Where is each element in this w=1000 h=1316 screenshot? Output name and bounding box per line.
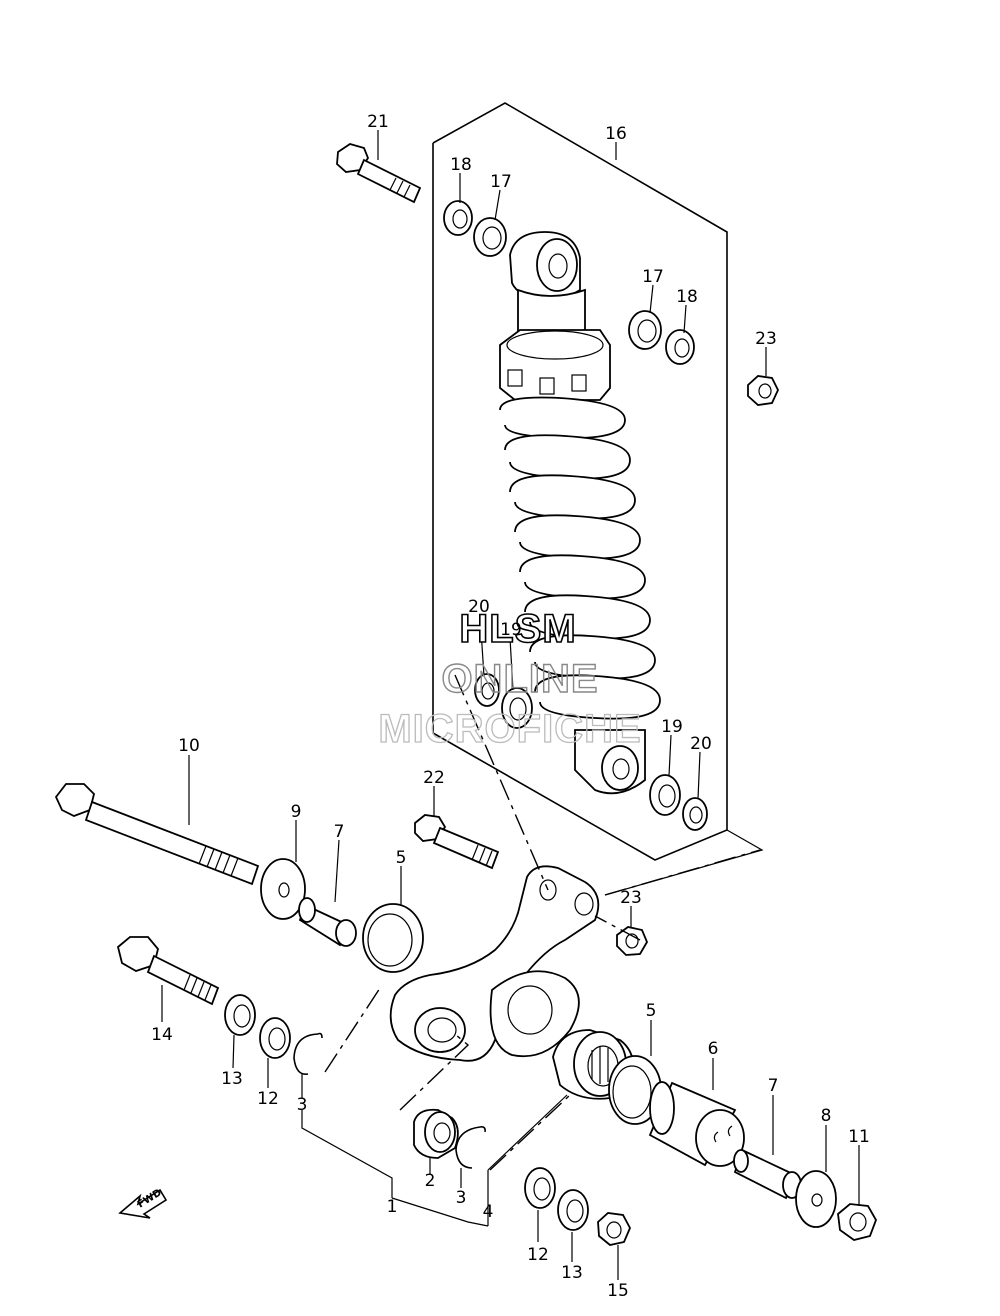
seal-17-upper-left[interactable] <box>473 217 507 257</box>
fwd-arrow-icon: FWD <box>118 1187 168 1219</box>
callout-12[interactable]: 12 <box>527 1245 549 1265</box>
seal-17-right[interactable] <box>628 310 662 350</box>
washer-13-lower[interactable] <box>557 1189 589 1231</box>
nut-11[interactable] <box>837 1203 877 1241</box>
seal-19-inner[interactable] <box>501 687 533 729</box>
washer-12-left[interactable] <box>259 1017 291 1059</box>
callout-19[interactable]: 19 <box>661 717 683 737</box>
callout-16[interactable]: 16 <box>605 124 627 144</box>
callout-17[interactable]: 17 <box>642 267 664 287</box>
washer-18-upper-left[interactable] <box>443 200 473 236</box>
nut-23-lower[interactable] <box>616 926 649 956</box>
callout-12[interactable]: 12 <box>257 1089 279 1109</box>
bolt-14[interactable] <box>116 936 220 1006</box>
cushion-lever[interactable] <box>389 865 600 1062</box>
callout-18[interactable]: 18 <box>450 155 472 175</box>
seal-12-lower[interactable] <box>524 1167 556 1209</box>
watermark-line-1: HLSM <box>459 607 576 651</box>
callout-4[interactable]: 4 <box>483 1202 494 1222</box>
callout-5[interactable]: 5 <box>646 1001 657 1021</box>
washer-20-inner[interactable] <box>474 673 500 707</box>
callout-8[interactable]: 8 <box>821 1106 832 1126</box>
callout-2[interactable]: 2 <box>425 1171 436 1191</box>
watermark: HLSM ONLINE MICROFICHE <box>378 606 642 751</box>
circlip-3-left[interactable] <box>293 1032 323 1075</box>
callout-21[interactable]: 21 <box>367 112 389 132</box>
callout-5[interactable]: 5 <box>396 848 407 868</box>
callout-11[interactable]: 11 <box>848 1127 870 1147</box>
leader-lines <box>161 130 860 1280</box>
collar-7-upper[interactable] <box>298 897 357 947</box>
callout-17[interactable]: 17 <box>490 172 512 192</box>
callout-7[interactable]: 7 <box>768 1076 779 1096</box>
watermark-line-3: MICROFICHE <box>378 707 641 751</box>
callout-22[interactable]: 22 <box>423 768 445 788</box>
bolt-22[interactable] <box>414 814 500 870</box>
callout-13[interactable]: 13 <box>221 1069 243 1089</box>
callout-20[interactable]: 20 <box>468 597 490 617</box>
circlip-3-center[interactable] <box>455 1126 486 1169</box>
callout-9[interactable]: 9 <box>291 802 302 822</box>
bolt-10[interactable] <box>54 783 260 886</box>
bearing-5-upper[interactable] <box>362 903 424 973</box>
callout-14[interactable]: 14 <box>151 1025 173 1045</box>
collar-7-lower[interactable] <box>733 1148 802 1200</box>
washer-8[interactable] <box>795 1170 837 1228</box>
bearing-2[interactable] <box>413 1108 459 1159</box>
seal-13-left[interactable] <box>224 994 256 1036</box>
callout-7[interactable]: 7 <box>334 822 345 842</box>
washer-20-lower[interactable] <box>682 797 708 831</box>
shock-absorber[interactable] <box>499 231 661 795</box>
callout-19[interactable]: 19 <box>500 620 522 640</box>
callout-23[interactable]: 23 <box>620 888 642 908</box>
callout-18[interactable]: 18 <box>676 287 698 307</box>
callout-3[interactable]: 3 <box>456 1188 467 1208</box>
washer-9[interactable] <box>260 858 306 920</box>
callout-13[interactable]: 13 <box>561 1263 583 1283</box>
callout-labels: 21 16 18 17 17 18 23 20 19 19 20 10 9 7 … <box>151 112 870 1301</box>
nut-15[interactable] <box>597 1212 631 1246</box>
washer-18-right[interactable] <box>665 329 695 365</box>
bolt-21[interactable] <box>336 143 422 204</box>
callout-1[interactable]: 1 <box>387 1197 398 1217</box>
callout-6[interactable]: 6 <box>708 1039 719 1059</box>
watermark-line-2: ONLINE <box>441 657 598 701</box>
callout-23[interactable]: 23 <box>755 329 777 349</box>
nut-23-upper[interactable] <box>747 375 779 406</box>
seal-19-lower[interactable] <box>649 774 681 816</box>
callout-20[interactable]: 20 <box>690 734 712 754</box>
callout-3[interactable]: 3 <box>297 1095 308 1115</box>
spacer-6[interactable] <box>648 1081 745 1167</box>
callout-10[interactable]: 10 <box>178 736 200 756</box>
assembly-centerlines <box>324 674 761 1171</box>
callout-15[interactable]: 15 <box>607 1281 629 1301</box>
